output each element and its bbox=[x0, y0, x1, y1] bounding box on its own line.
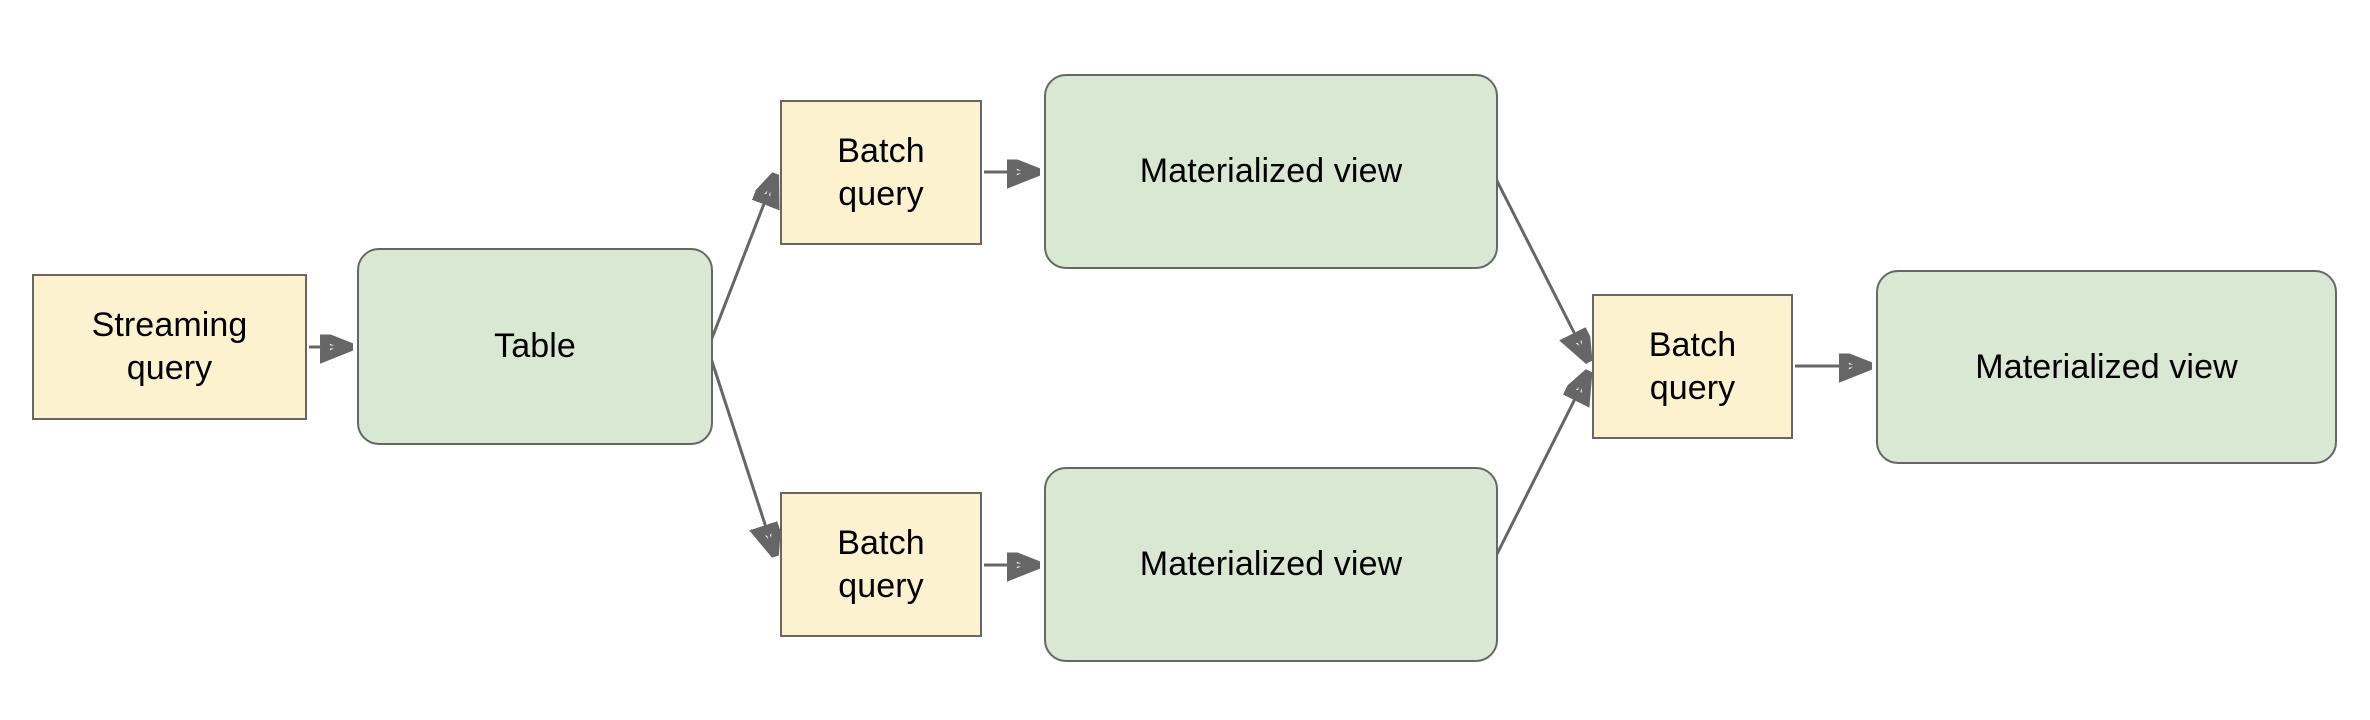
node-batch-query-bottom[interactable]: Batch query bbox=[780, 492, 982, 637]
node-batch-query-top[interactable]: Batch query bbox=[780, 100, 982, 245]
node-table[interactable]: Table bbox=[357, 248, 713, 445]
node-label: Table bbox=[494, 327, 576, 366]
node-label: Materialized view bbox=[1139, 545, 1403, 584]
edge-table-to-batch-query-bottom bbox=[705, 345, 774, 552]
node-label: Streaming query bbox=[91, 306, 248, 387]
node-label: Batch query bbox=[837, 523, 925, 605]
node-label: Materialized view bbox=[1975, 347, 2238, 386]
node-materialized-view-final[interactable]: Materialized view bbox=[1876, 270, 2337, 464]
edge-materialized-view-top-to-batch-query-merge bbox=[1492, 174, 1587, 358]
edge-materialized-view-bottom-to-batch-query-merge bbox=[1492, 375, 1587, 561]
node-label: Batch query bbox=[837, 131, 925, 213]
node-label: Materialized view bbox=[1139, 152, 1403, 191]
node-materialized-view-top[interactable]: Materialized view bbox=[1044, 74, 1498, 269]
edge-table-to-batch-query-top bbox=[705, 178, 774, 352]
node-materialized-view-bottom[interactable]: Materialized view bbox=[1044, 467, 1498, 662]
node-label: Batch query bbox=[1648, 325, 1737, 407]
node-batch-query-merge[interactable]: Batch query bbox=[1592, 294, 1793, 439]
node-streaming-query[interactable]: Streaming query bbox=[32, 274, 307, 420]
